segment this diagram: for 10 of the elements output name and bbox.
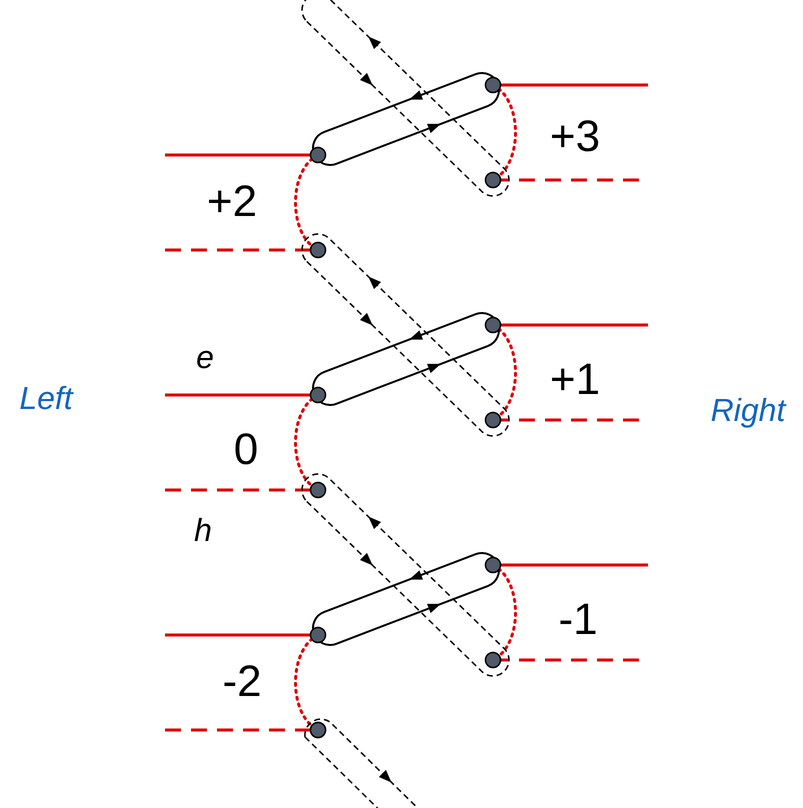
side-label: Right	[710, 394, 786, 426]
carrier-label: e	[196, 341, 214, 373]
level-label: 0	[234, 428, 258, 472]
level-label: +3	[550, 115, 600, 159]
level-label: -1	[558, 598, 598, 642]
level-label: -2	[222, 660, 262, 704]
level-label: +2	[206, 180, 258, 224]
side-label: Left	[19, 382, 73, 414]
level-label: +1	[550, 358, 600, 402]
carrier-label: h	[194, 514, 212, 546]
